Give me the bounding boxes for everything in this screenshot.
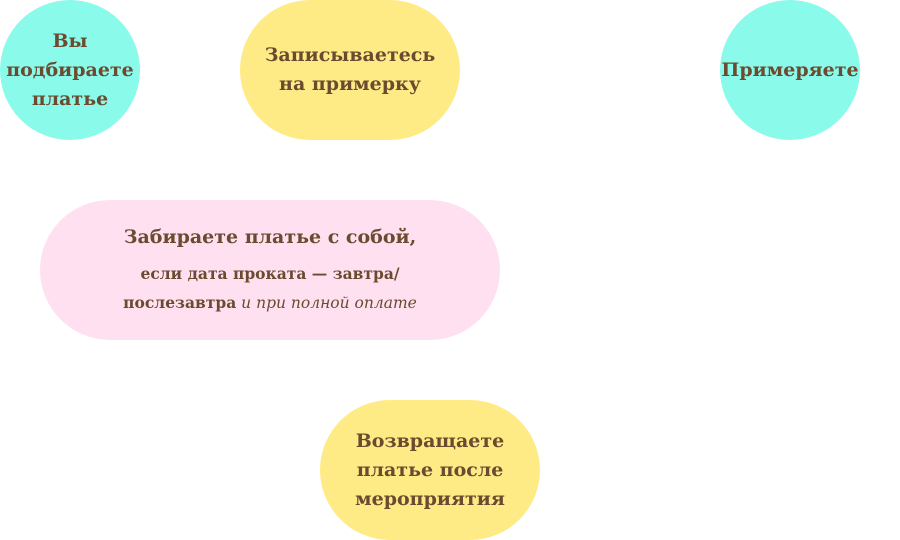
step-book-fitting-label: Записываетесь на примерку (264, 44, 436, 95)
step-try-on: Примеряете (720, 0, 860, 140)
step-choose-dress-label: Вы подбираете платье (6, 29, 134, 110)
step-take-dress-note-line2: послезавтра и при полной оплате (123, 288, 417, 318)
step-take-dress-note-line1: если дата проката — завтра/ (140, 263, 400, 283)
step-choose-dress: Вы подбираете платье (0, 0, 140, 140)
step-take-dress-label: Забираете платье с собой, (123, 225, 417, 248)
step-take-dress-note-italic: и при полной оплате (236, 293, 417, 312)
step-book-fitting: Записываетесь на примерку (240, 0, 460, 140)
step-try-on-label: Примеряете (721, 58, 859, 81)
step-take-dress-note-bold: послезавтра (123, 292, 237, 312)
step-take-dress: Забираете платье с собой, если дата прок… (40, 200, 500, 340)
step-return-dress-label: Возвращаете платье после мероприятия (355, 429, 505, 510)
step-return-dress: Возвращаете платье после мероприятия (320, 400, 540, 540)
